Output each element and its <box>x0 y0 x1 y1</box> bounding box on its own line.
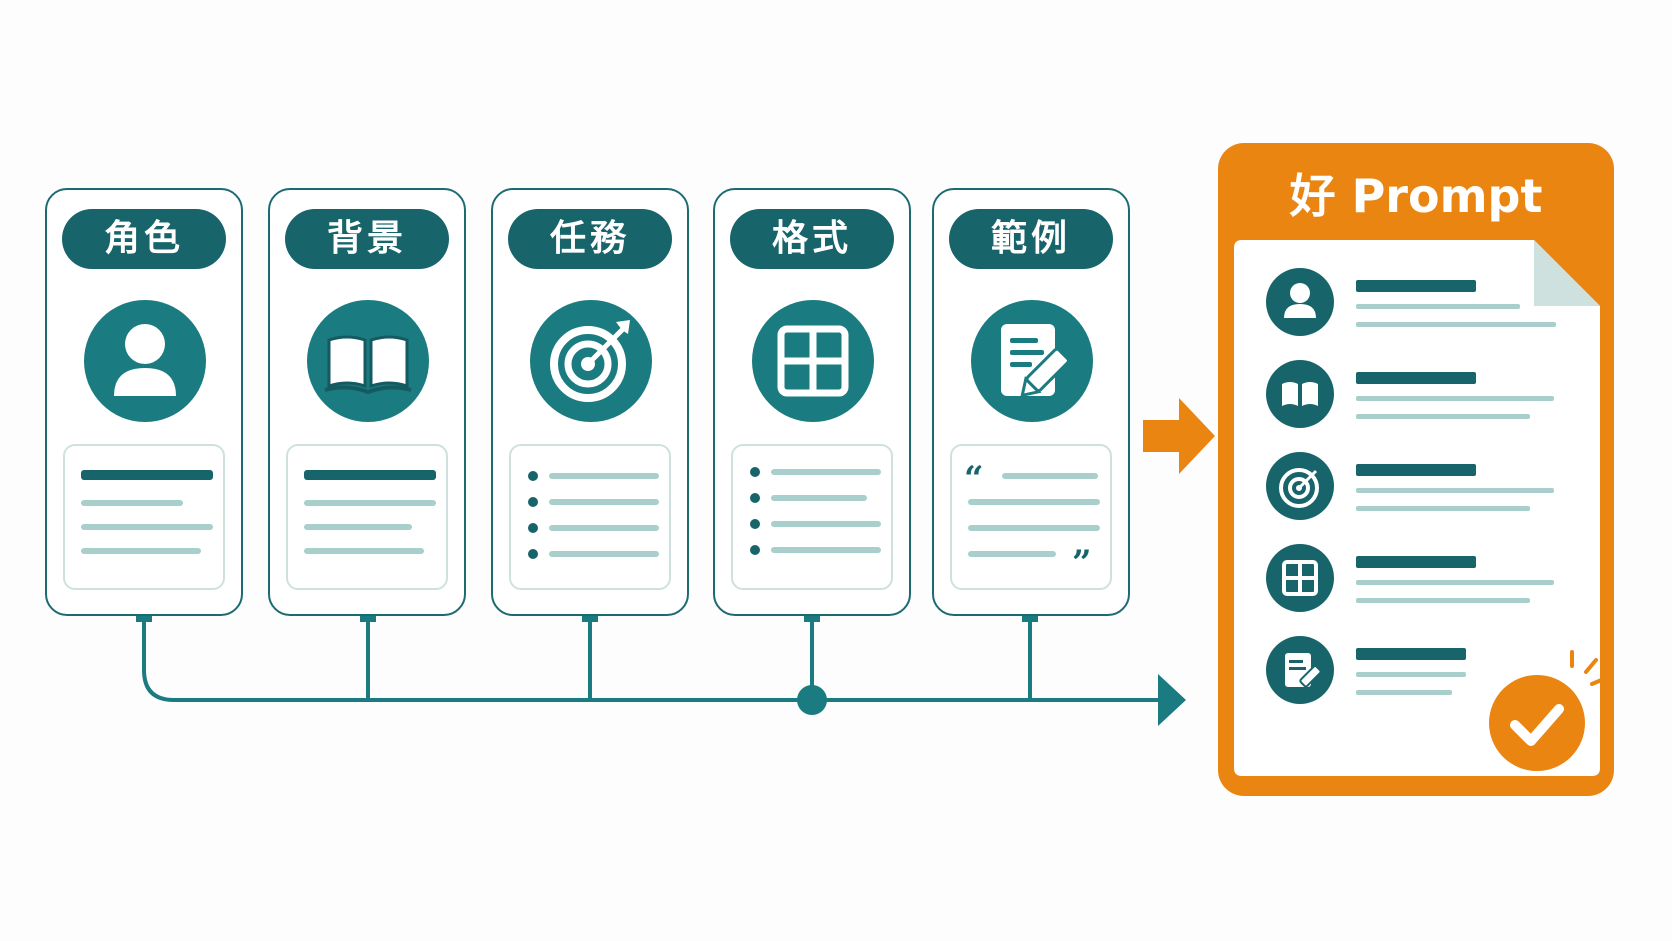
content-bullets <box>731 444 893 590</box>
document-row-example <box>1266 634 1566 706</box>
component-label: 背景 <box>285 209 449 269</box>
component-label: 範例 <box>949 209 1113 269</box>
svg-text:“: “ <box>964 459 984 499</box>
open-book-icon <box>307 300 429 422</box>
document-row-context <box>1266 358 1566 430</box>
component-card-role: 角色 <box>45 188 243 616</box>
person-icon <box>84 300 206 422</box>
content-bullets <box>509 444 671 590</box>
content-lines <box>286 444 448 590</box>
content-quote: “ ” <box>950 444 1112 590</box>
document-pen-icon <box>971 300 1093 422</box>
output-title: 好 Prompt <box>1289 169 1543 223</box>
component-card-format: 格式 <box>713 188 911 616</box>
component-label: 格式 <box>730 209 894 269</box>
component-card-context: 背景 <box>268 188 466 616</box>
document-row-role <box>1266 266 1566 338</box>
content-lines <box>63 444 225 590</box>
svg-text:”: ” <box>1072 543 1092 583</box>
good-prompt-panel: 好 Prompt <box>1218 143 1614 796</box>
arrow-right-icon <box>1143 398 1215 474</box>
component-label: 角色 <box>62 209 226 269</box>
sparkle-icon <box>1562 650 1612 700</box>
checkmark-icon <box>1489 675 1585 771</box>
component-card-task: 任務 <box>491 188 689 616</box>
grid-table-icon <box>752 300 874 422</box>
component-label: 任務 <box>508 209 672 269</box>
document-row-task <box>1266 450 1566 522</box>
document-row-format <box>1266 542 1566 614</box>
prompt-document <box>1234 240 1608 776</box>
target-icon <box>530 300 652 422</box>
component-card-example: 範例 “ ” <box>932 188 1130 616</box>
